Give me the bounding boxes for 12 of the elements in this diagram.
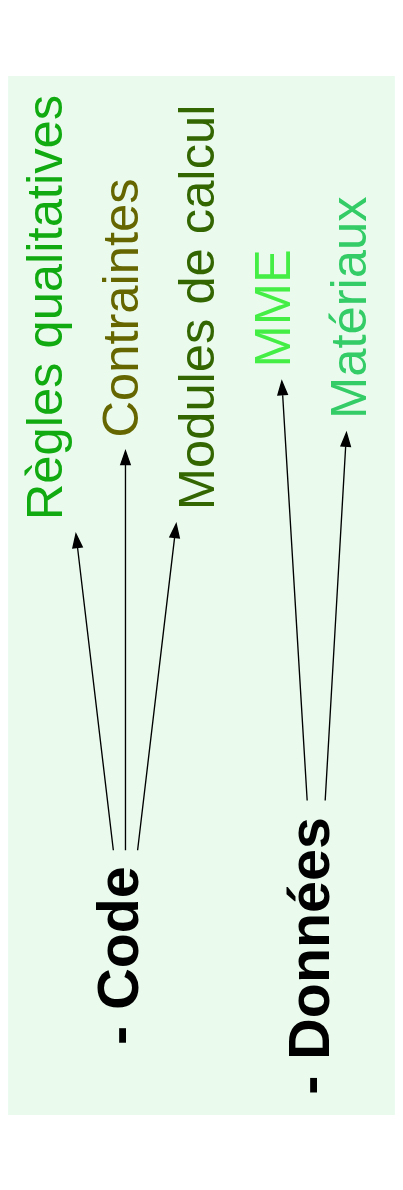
node-text: Règles qualitatives [16, 94, 74, 520]
arrow [277, 378, 308, 801]
node-text: Contraintes [92, 177, 150, 438]
node-text: - Code [86, 865, 151, 1045]
node-text: Modules de calcul [168, 104, 226, 510]
arrow [119, 448, 132, 851]
node-text: - Données [277, 816, 342, 1095]
node-text: MME [244, 248, 302, 367]
arrow [71, 531, 115, 851]
node-text: Matériaux [320, 195, 378, 419]
arrow [324, 430, 352, 801]
arrow [136, 521, 181, 851]
